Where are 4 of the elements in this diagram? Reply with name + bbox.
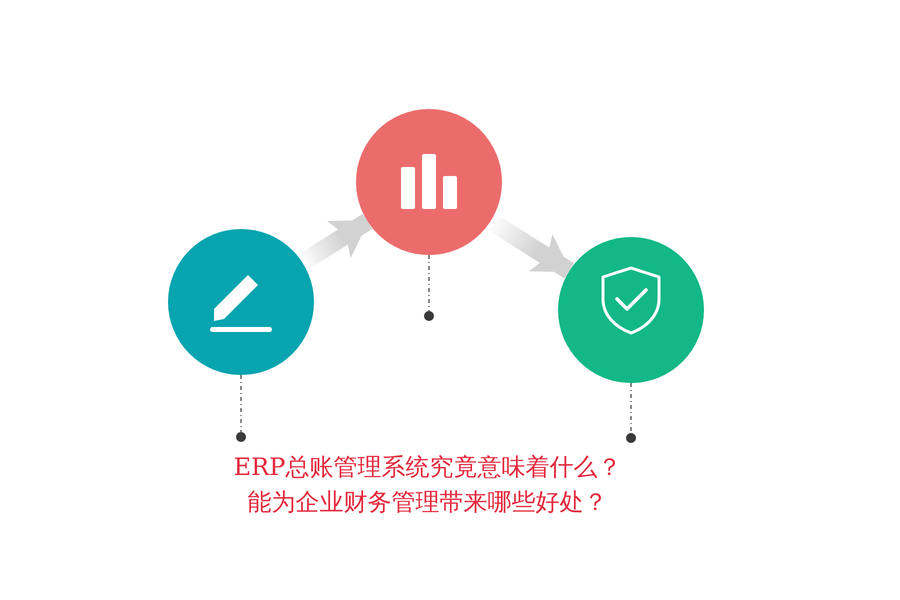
leader-line [240,374,242,432]
title: ERP总账管理系统究竟意味着什么？能为企业财务管理带来哪些好处？ [232,452,622,518]
leader-line [428,254,430,312]
leader-line [630,382,632,434]
